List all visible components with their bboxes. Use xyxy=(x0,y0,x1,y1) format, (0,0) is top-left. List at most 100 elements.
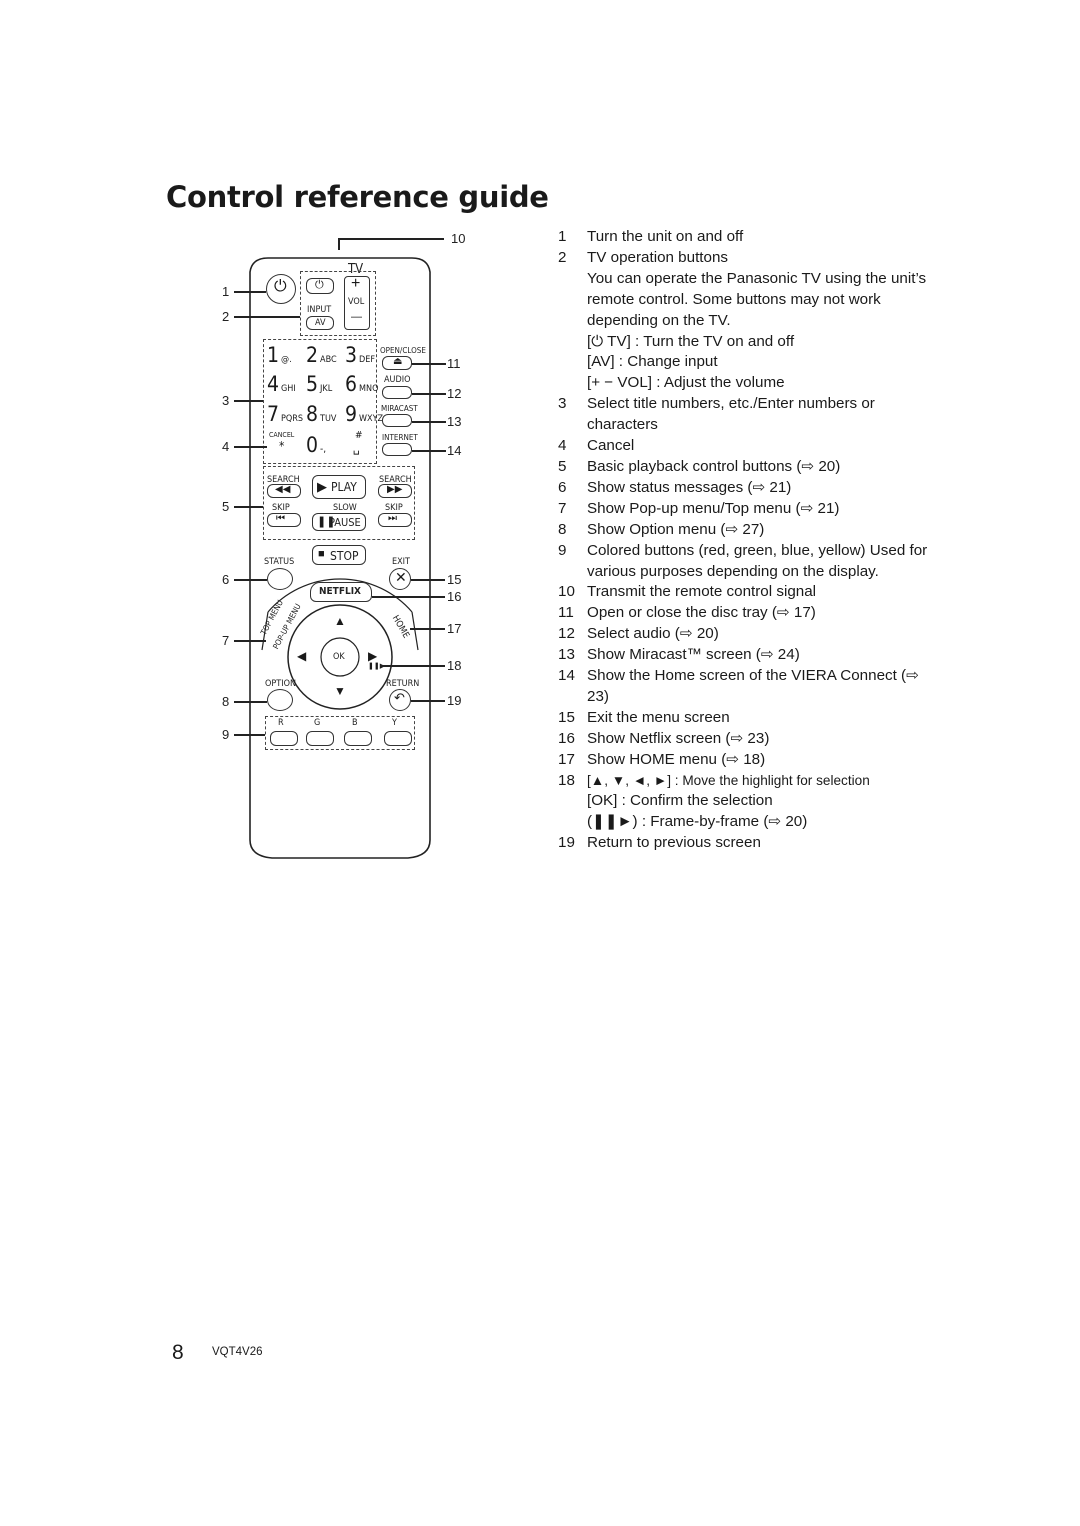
color-key-y[interactable] xyxy=(384,731,412,746)
number-key-0[interactable]: 0-, xyxy=(306,433,336,459)
callout-line xyxy=(412,363,446,365)
netflix-button[interactable]: NETFLIX xyxy=(310,582,372,602)
key-letters: DEF xyxy=(359,355,376,365)
item-line: Show Option menu (⇨ 27) xyxy=(587,520,765,538)
hash-key[interactable]: #␣ xyxy=(345,430,375,459)
miracast-button[interactable] xyxy=(382,414,412,427)
right-arrow-button[interactable]: ▶ xyxy=(368,649,378,663)
callout-line xyxy=(412,421,446,423)
key-digit: 4 xyxy=(267,372,280,396)
item-text: Show the Home screen of the VIERA Connec… xyxy=(587,666,938,708)
skip-back-button[interactable]: ⏮ xyxy=(267,513,301,527)
item-text: Select title numbers, etc./Enter numbers… xyxy=(587,394,938,436)
pause-label: PAUSE xyxy=(329,516,361,529)
callout-10: 10 xyxy=(451,231,466,246)
item-line: Show the Home screen of the VIERA Connec… xyxy=(587,667,919,705)
return-button[interactable]: ↶ xyxy=(389,689,411,711)
up-arrow-button[interactable]: ▲ xyxy=(334,614,346,628)
skip-previous-icon: ⏮ xyxy=(276,513,285,524)
key-digit: 8 xyxy=(306,402,319,426)
power-icon: ⏻ xyxy=(315,279,324,291)
key-digit: 5 xyxy=(306,372,319,396)
item-line: Basic playback control buttons (⇨ 20) xyxy=(587,457,841,475)
vol-label: VOL xyxy=(348,297,365,307)
hash-icon: # xyxy=(355,430,363,441)
search-forward-button[interactable]: ▶▶ xyxy=(378,484,412,498)
audio-button[interactable] xyxy=(382,386,412,399)
key-letters: MNO xyxy=(359,384,379,394)
skip-next-icon: ⏭ xyxy=(388,513,397,524)
stop-button[interactable]: ■ STOP xyxy=(312,545,366,565)
item-text: Exit the menu screen xyxy=(587,708,938,729)
power-button[interactable]: ⏻ xyxy=(266,274,296,304)
item-line: Show Miracast™ screen (⇨ 24) xyxy=(587,646,800,664)
item-line: Show status messages (⇨ 21) xyxy=(587,478,792,496)
option-button[interactable] xyxy=(267,689,293,711)
callout-line xyxy=(410,628,445,630)
left-arrow-button[interactable]: ◀ xyxy=(297,649,307,663)
pause-icon: ❚❚ xyxy=(317,516,336,528)
pause-button[interactable]: ❚❚ PAUSE xyxy=(312,513,366,531)
tv-power-button[interactable]: ⏻ xyxy=(306,278,334,294)
stop-icon: ■ xyxy=(318,548,325,560)
number-pad-group xyxy=(263,339,377,464)
internet-button[interactable] xyxy=(382,443,412,456)
tv-av-button[interactable]: AV xyxy=(306,316,334,330)
color-key-label: Y xyxy=(392,718,397,728)
ok-button[interactable]: OK xyxy=(333,652,345,662)
exit-label: EXIT xyxy=(392,557,410,567)
callout-4: 4 xyxy=(222,439,230,454)
tv-volume-rocker[interactable]: + VOL — xyxy=(344,275,370,330)
callout-line xyxy=(380,665,445,667)
number-key-1[interactable]: 1@. xyxy=(267,343,292,367)
callout-line xyxy=(338,238,340,250)
callout-12: 12 xyxy=(447,386,462,401)
key-digit: 3 xyxy=(345,343,358,367)
color-key-g[interactable] xyxy=(306,731,334,746)
color-key-label: R xyxy=(278,718,284,728)
return-icon: ↶ xyxy=(394,690,405,705)
callout-15: 15 xyxy=(447,572,462,587)
exit-button[interactable]: ✕ xyxy=(389,568,411,590)
callout-line xyxy=(412,450,446,452)
cancel-label: CANCEL xyxy=(269,431,295,439)
item-text: Show status messages (⇨ 21) xyxy=(587,478,938,499)
open-close-button[interactable]: ⏏ xyxy=(382,356,412,370)
key-digit: 2 xyxy=(306,343,319,367)
status-button[interactable] xyxy=(267,568,293,590)
option-label: OPTION xyxy=(265,679,297,689)
open-close-label: OPEN/CLOSE xyxy=(380,346,426,355)
callout-line xyxy=(234,701,267,703)
item-line: Select audio (⇨ 20) xyxy=(587,625,719,643)
power-icon: ⏻ xyxy=(274,278,287,295)
play-button[interactable]: ▶ PLAY xyxy=(312,475,366,499)
callout-line xyxy=(234,400,263,402)
color-key-r[interactable] xyxy=(270,731,298,746)
callout-14: 14 xyxy=(447,443,462,458)
key-digit: 1 xyxy=(267,343,280,367)
search-back-button[interactable]: ◀◀ xyxy=(267,484,301,498)
skip-forward-button[interactable]: ⏭ xyxy=(378,513,412,527)
down-arrow-button[interactable]: ▼ xyxy=(334,684,346,698)
color-key-b[interactable] xyxy=(344,731,372,746)
cancel-key[interactable]: CANCEL* xyxy=(267,431,297,459)
play-label: PLAY xyxy=(331,480,357,494)
item-line: Return to previous screen xyxy=(587,834,761,852)
item-number: 9 xyxy=(558,541,567,559)
asterisk-icon: * xyxy=(279,439,285,453)
key-letters: TUV xyxy=(320,414,337,424)
